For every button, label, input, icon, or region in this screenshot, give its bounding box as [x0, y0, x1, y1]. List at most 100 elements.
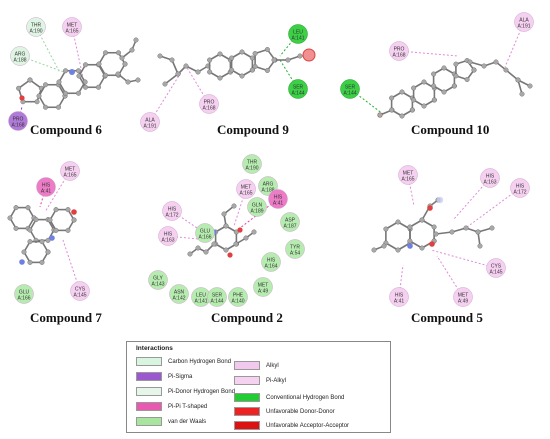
c9-chain-atom: [285, 57, 291, 63]
legend-title: Interactions: [136, 345, 173, 352]
residue-chain: A:143: [151, 282, 164, 288]
residue-bubble: [510, 178, 530, 198]
c7-ring-atom: [27, 227, 33, 233]
residue-bubble: [389, 287, 409, 307]
c6-ring-atom: [63, 68, 69, 74]
residue-bubble: [253, 277, 273, 297]
c9-ring-atom: [217, 75, 223, 81]
legend-swatch: [234, 421, 260, 430]
c5-chain-atom: [477, 243, 483, 249]
interaction-bond: [149, 65, 186, 123]
ligand-compound-6: [16, 37, 141, 110]
c6-ring-atom: [16, 85, 22, 91]
residue-name: ALA: [519, 18, 529, 24]
c10-ring-atom: [431, 83, 437, 89]
c6-ring-atom: [115, 50, 121, 56]
c9-ring-atom: [229, 55, 235, 61]
residue-bubble: [62, 17, 82, 37]
c10-chain-bond: [505, 69, 519, 81]
c6-ring-atom: [102, 50, 108, 56]
c7-ring-atom: [7, 215, 13, 221]
residue-bubble: [486, 258, 506, 278]
c5-chain-bond: [435, 231, 453, 235]
c7-ring-atom: [39, 259, 45, 265]
c7-ring-atom: [39, 239, 45, 245]
residue-name: ASN: [174, 290, 185, 296]
c10-ring-atom: [411, 85, 417, 91]
legend-item-pi-sigma: Pi-Sigma: [136, 371, 192, 382]
c6-ring-atom: [82, 84, 88, 90]
legend-swatch: [234, 393, 260, 402]
c7-ring-atom: [53, 207, 59, 213]
residue-chain: A:188: [261, 188, 274, 194]
residue-name: SER: [345, 85, 356, 91]
residue-name: TYR: [290, 245, 300, 251]
c6-ring-atom: [36, 93, 42, 99]
c2-oxygen-atom: [227, 252, 233, 258]
c5-chain-atom: [449, 229, 455, 235]
c7-ring-atom: [53, 227, 59, 233]
c5-ring-atom: [407, 238, 413, 244]
c9-chain-atom: [157, 53, 163, 59]
molecules-layer: [7, 37, 533, 265]
interaction-bond: [39, 186, 47, 208]
c9-oxygen-atom: [302, 48, 316, 62]
c10-ring-atom: [389, 107, 395, 113]
c9-ring-atom: [207, 69, 213, 75]
residue-name: ARG: [263, 182, 274, 188]
c10-ring-atom: [441, 65, 447, 71]
legend-label: Pi-Sigma: [168, 373, 193, 380]
caption-compound-5: Compound 5: [411, 310, 483, 325]
c7-ring-atom: [25, 205, 31, 211]
c10-chain-atom: [481, 63, 487, 69]
legend-item-carbon-hydrogen-bond: Carbon Hydrogen Bond: [136, 356, 231, 367]
residue-bubble: [268, 189, 288, 209]
residue-chain: A:41: [273, 201, 284, 207]
c10-ring-atom: [451, 83, 457, 89]
residue-chain: A:141: [194, 299, 207, 305]
residue-bubble: [280, 212, 300, 232]
c6-ring-atom: [56, 104, 62, 110]
residue-bubble: [236, 179, 256, 199]
legend-item-conventional-hydrogen-bond: Conventional Hydrogen Bond: [234, 392, 344, 403]
residue-bubble: [8, 111, 28, 131]
caption-compound-10: Compound 10: [411, 122, 490, 137]
c2-chain-atom: [231, 203, 237, 209]
c5-ring-atom: [431, 224, 437, 230]
interaction-bond: [185, 65, 210, 105]
legend-swatch: [136, 387, 162, 396]
residue-chain: A:163: [483, 180, 496, 186]
residue-bubble: [10, 46, 30, 66]
c7-ring-atom: [71, 217, 77, 223]
c5-ring-atom: [419, 245, 425, 251]
c6-ring-atom: [96, 61, 102, 67]
legend-item-unfavorable-donor-donor: Unfavorable Donor-Donor: [234, 406, 335, 417]
c10-ring-atom: [431, 97, 437, 103]
residue-name: MET: [258, 283, 269, 289]
c9-ring-atom: [249, 67, 255, 73]
ligand-compound-9: [157, 47, 316, 87]
c2-chain-atom: [203, 249, 209, 255]
c7-ring-atom: [27, 239, 33, 245]
caption-compound-9: Compound 9: [217, 122, 289, 137]
ligand-compound-10: [377, 57, 533, 119]
c5-chain-atom: [381, 243, 387, 249]
residue-bubble: [247, 197, 267, 217]
c5-pi-halo: [436, 196, 444, 204]
residue-bubble: [207, 287, 227, 307]
c10-ring-atom: [464, 77, 470, 83]
c7-ring-atom: [13, 225, 19, 231]
